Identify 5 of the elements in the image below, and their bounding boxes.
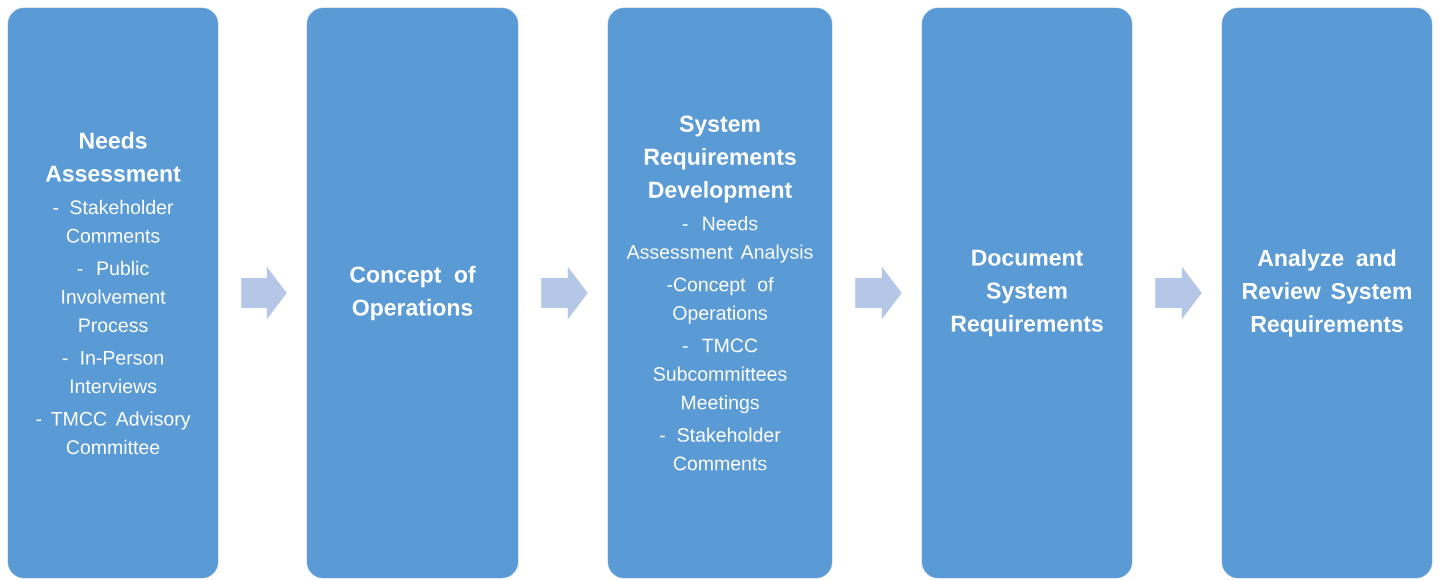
process-box: Analyze and Review System Requirements [1221,7,1433,579]
process-box: Document System Requirements [921,7,1133,579]
process-box: System Requirements Development - Needs Assessment Analysis -Concept of Operations - TMCC Subcommittees Meetings - Stakeholder Comments [607,7,833,579]
process-box: Concept of Operations [306,7,519,579]
process-box: Needs Assessment - Stakeholder Comments - Public Involvement Process - In-Person Interviews - TMCC Advisory Committee [7,7,219,579]
